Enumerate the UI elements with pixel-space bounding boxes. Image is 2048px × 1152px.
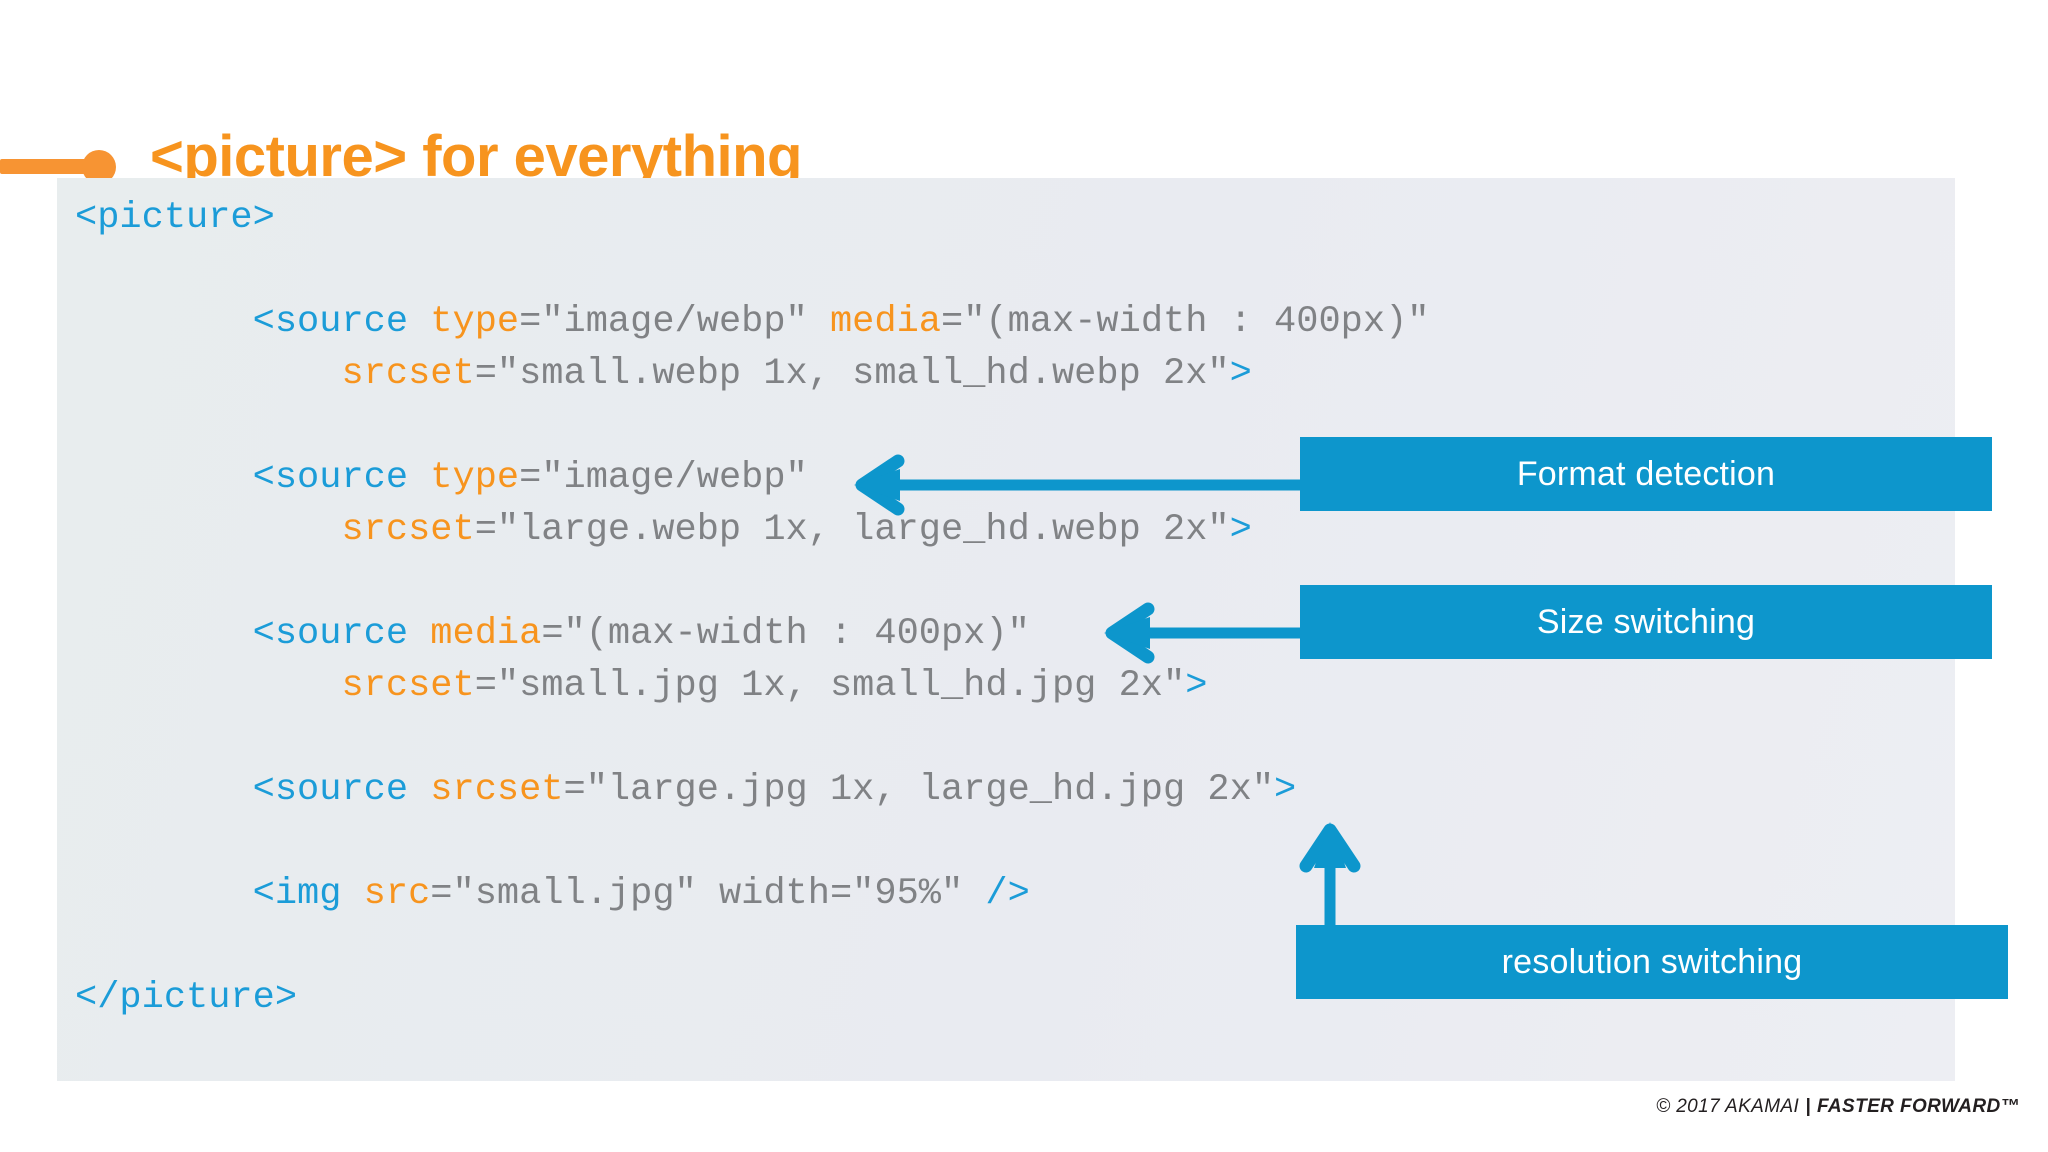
arrow-left-size-icon: [1104, 602, 1308, 664]
code-blank-line: [75, 816, 1429, 868]
code-line: <source media="(max-width : 400px)": [75, 608, 1429, 660]
code-token-tag: >: [1185, 665, 1208, 707]
code-token-attr: srcset: [341, 353, 475, 395]
code-listing: <picture> <source type="image/webp" medi…: [75, 192, 1429, 1024]
code-token-tag: </picture>: [75, 977, 298, 1019]
arrow-up-resolution-icon: [1299, 822, 1361, 932]
code-line: <img src="small.jpg" width="95%" />: [75, 868, 1429, 920]
code-token-val: ="(max-width : 400px)": [941, 301, 1430, 343]
code-token-attr: srcset: [341, 665, 475, 707]
callout-format-detection-label: Format detection: [1516, 454, 1776, 493]
code-line: <source type="image/webp": [75, 452, 1429, 504]
slide-title-row: <picture> for everything: [0, 62, 2048, 189]
callout-size-switching-label: Size switching: [1536, 602, 1756, 641]
slide-footer: © 2017 AKAMAI|FASTER FORWARD™: [1656, 1096, 2020, 1118]
callout-resolution-switching[interactable]: resolution switching: [1296, 925, 2008, 999]
code-token-val: ="image/webp": [519, 457, 808, 499]
code-token-tag: >: [1229, 353, 1252, 395]
callout-resolution-switching-label: resolution switching: [1501, 942, 1803, 981]
code-token-val: ="small.jpg 1x, small_hd.jpg 2x": [474, 665, 1186, 707]
code-token-attr: type: [430, 301, 520, 343]
code-token-val: ="small.webp 1x, small_hd.webp 2x": [474, 353, 1230, 395]
code-line: srcset="small.webp 1x, small_hd.webp 2x"…: [75, 348, 1429, 400]
code-token-tag: <picture>: [75, 197, 275, 239]
code-token-tag: <source: [252, 613, 431, 655]
code-token-attr: media: [829, 301, 941, 343]
code-token-tag: <source: [252, 301, 431, 343]
arrow-left-format-icon: [854, 454, 1305, 516]
code-token-tag: >: [1229, 509, 1252, 551]
code-line: <source type="image/webp" media="(max-wi…: [75, 296, 1430, 348]
code-token-tag: <source: [252, 457, 431, 499]
footer-tagline: FASTER FORWARD™: [1816, 1096, 2020, 1117]
title-bullet-bar-icon: [0, 159, 98, 174]
code-blank-line: [75, 556, 1429, 608]
callout-format-detection[interactable]: Format detection: [1300, 437, 1992, 511]
code-token-tag: <img: [252, 873, 364, 915]
code-token-attr: srcset: [430, 769, 564, 811]
code-blank-line: [75, 920, 1429, 972]
footer-copyright: © 2017 AKAMAI: [1656, 1096, 1800, 1117]
code-token-attr: media: [430, 613, 542, 655]
code-blank-line: [75, 712, 1429, 764]
code-token-tag: />: [985, 873, 1030, 915]
footer-separator: |: [1805, 1096, 1811, 1117]
code-token-val: ="large.jpg 1x, large_hd.jpg 2x": [563, 769, 1275, 811]
code-line: </picture>: [75, 972, 1429, 1024]
code-line: srcset="small.jpg 1x, small_hd.jpg 2x">: [75, 660, 1429, 712]
code-blank-line: [75, 244, 1429, 296]
code-line: <picture>: [75, 192, 1429, 244]
code-token-val: ="large.webp 1x, large_hd.webp 2x": [474, 509, 1230, 551]
code-line: <source srcset="large.jpg 1x, large_hd.j…: [75, 764, 1429, 816]
code-token-tag: <source: [252, 769, 431, 811]
code-token-attr: srcset: [341, 509, 475, 551]
code-token-tag: >: [1274, 769, 1297, 811]
code-blank-line: [75, 400, 1429, 452]
code-line: srcset="large.webp 1x, large_hd.webp 2x"…: [75, 504, 1429, 556]
code-token-val: ="(max-width : 400px)": [541, 613, 1030, 655]
code-token-val: ="image/webp": [519, 301, 830, 343]
code-token-val: ="small.jpg" width="95%": [430, 873, 986, 915]
code-token-attr: src: [363, 873, 431, 915]
callout-size-switching[interactable]: Size switching: [1300, 585, 1992, 659]
code-token-attr: type: [430, 457, 520, 499]
